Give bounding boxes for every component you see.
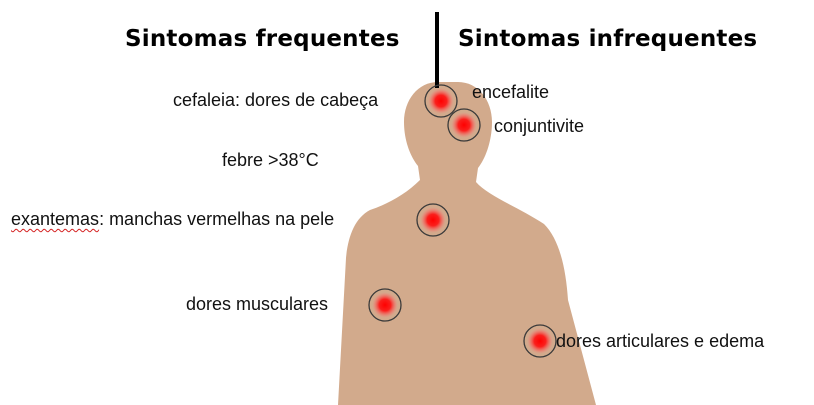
hotspot-exantemas [416, 203, 450, 237]
heading-infrequent-symptoms: Sintomas infrequentes [458, 26, 758, 52]
label-exantemas-word: exantemas [11, 209, 100, 229]
label-febre: febre >38°C [222, 150, 319, 170]
hotspot-cefaleia [424, 84, 458, 118]
heading-frequent-symptoms: Sintomas frequentes [125, 26, 400, 52]
label-exantemas: exantemas: manchas vermelhas na pele [11, 209, 334, 229]
hotspot-musculares [368, 288, 402, 322]
label-conjuntivite: conjuntivite [494, 116, 585, 136]
label-exantemas-description: : manchas vermelhas na pele [99, 209, 335, 229]
label-encefalite: encefalite [472, 82, 550, 102]
label-dores-musculares: dores musculares [186, 294, 329, 314]
body-silhouette [338, 82, 596, 405]
hotspot-articulares [523, 324, 557, 358]
label-dores-articulares: dores articulares e edema [556, 331, 765, 351]
label-cefaleia: cefaleia: dores de cabeça [173, 90, 379, 110]
hotspot-conjuntivite [447, 108, 481, 142]
